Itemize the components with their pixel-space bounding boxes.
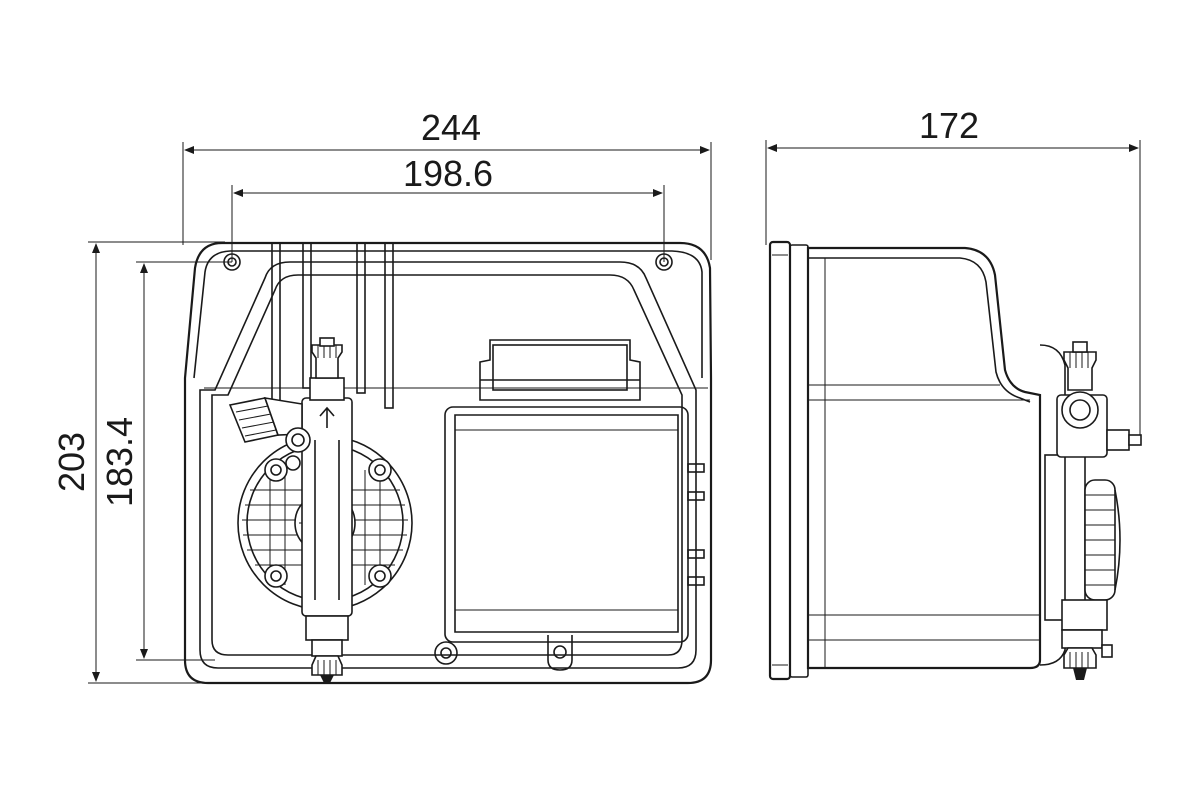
dimension-label-172: 172: [919, 105, 979, 146]
discharge-fitting: [311, 337, 343, 379]
pump-bolt-top-left: [264, 458, 288, 482]
side-suction-fitting: [1061, 629, 1113, 680]
dimension-label-244: 244: [421, 107, 481, 148]
side-view: [768, 240, 1142, 681]
bottom-clip: [547, 635, 573, 671]
side-front-flange: [768, 240, 792, 681]
side-discharge-fitting: [1063, 341, 1097, 391]
suction-fitting: [311, 655, 343, 683]
valve-body: [301, 377, 353, 657]
dimension-overall-width: 244: [182, 107, 712, 260]
mounting-hole-left: [223, 253, 241, 271]
dimension-label-183-4: 183.4: [99, 417, 140, 507]
dimension-hole-spacing: 198.6: [231, 153, 665, 262]
side-body-outline: [806, 246, 1042, 670]
dimension-label-198-6: 198.6: [403, 153, 493, 194]
pump-bolt-top-right: [368, 458, 392, 482]
mounting-hole-right: [655, 253, 673, 271]
drain-boss: [434, 641, 458, 665]
dimension-label-203: 203: [51, 432, 92, 492]
housing-outline: [183, 241, 713, 685]
control-box: [444, 339, 705, 643]
bleed-valve: [228, 396, 311, 471]
dimension-overall-height: 203: [51, 241, 225, 684]
pump-bolt-bottom-right: [368, 564, 392, 588]
side-pump-head: [1039, 344, 1142, 666]
dimension-overall-depth: 172: [765, 105, 1141, 440]
pump-bolt-bottom-left: [264, 564, 288, 588]
front-view: [183, 241, 713, 685]
